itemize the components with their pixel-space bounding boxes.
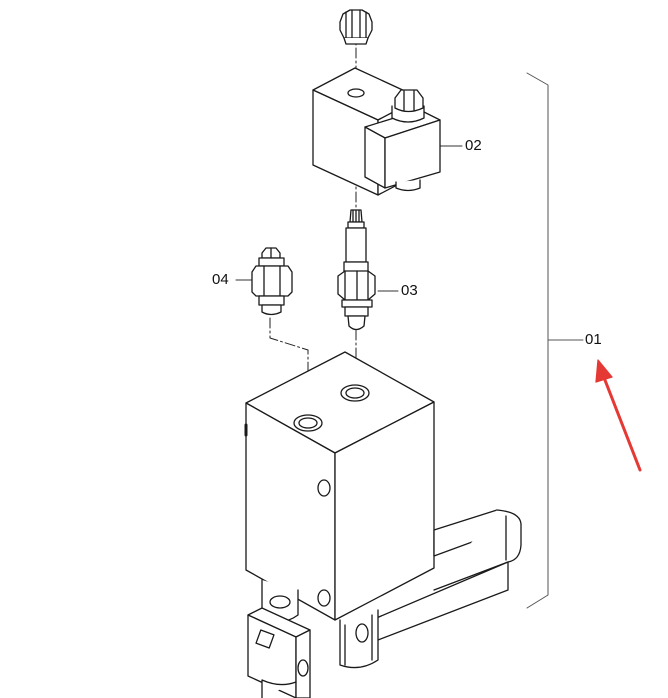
callout-04: 04 xyxy=(212,271,229,288)
solenoid-coil xyxy=(312,67,441,196)
assembly-bracket xyxy=(526,72,584,609)
callout-02: 02 xyxy=(465,137,482,154)
bottom-fittings xyxy=(247,579,379,698)
callout-01: 01 xyxy=(585,331,602,348)
cartridge-valve xyxy=(337,209,376,331)
annotation-arrow xyxy=(595,359,642,472)
callout-03: 03 xyxy=(401,282,418,299)
check-valve xyxy=(251,247,293,316)
lever-bar xyxy=(359,509,522,641)
coil-nut xyxy=(339,9,373,45)
valve-block xyxy=(244,351,435,621)
